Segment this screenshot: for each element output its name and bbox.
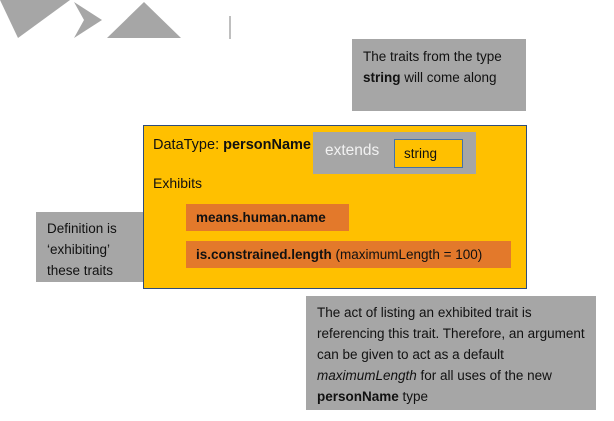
- callout-listing-trait-tail: [106, 2, 181, 38]
- callout-text-part-1: The traits from the type: [363, 49, 502, 64]
- callout-listing-part-3: type: [398, 389, 429, 404]
- callout-listing-part-2: for all uses of the new: [416, 368, 552, 383]
- callout-definition-text: Definition is ‘exhibiting’ these traits: [47, 221, 117, 278]
- trait-args: (maximumLength = 100): [331, 247, 483, 262]
- callout-definition-tail: [74, 2, 103, 38]
- extends-type-chip[interactable]: string: [394, 139, 463, 168]
- callout-listing-trait: The act of listing an exhibited trait is…: [306, 296, 596, 410]
- datatype-title-prefix: DataType:: [153, 137, 224, 153]
- datatype-title: DataType: personName: [153, 136, 311, 154]
- callout-listing-bold: personName: [317, 389, 399, 404]
- callout-definition-exhibiting: Definition is ‘exhibiting’ these traits: [36, 212, 146, 282]
- trait-chip-text: is.constrained.length (maximumLength = 1…: [196, 246, 482, 264]
- callout-listing-trait-text: The act of listing an exhibited trait is…: [317, 302, 589, 407]
- exhibits-label: Exhibits: [153, 175, 203, 191]
- trait-name: is.constrained.length: [196, 247, 332, 262]
- callout-text-bold: string: [363, 70, 401, 85]
- callout-string-traits-tail: [0, 0, 70, 38]
- callout-listing-italic: maximumLength: [317, 368, 417, 383]
- callout-text-part-2: will come along: [400, 70, 497, 85]
- callout-string-traits-text: The traits from the type string will com…: [363, 46, 518, 88]
- extends-type-label: string: [404, 146, 438, 161]
- callout-string-traits: The traits from the type string will com…: [352, 39, 526, 111]
- datatype-title-name: personName: [223, 137, 311, 153]
- vertical-tick-mark: [229, 16, 231, 39]
- trait-chip-means-human-name[interactable]: means.human.name: [185, 203, 350, 232]
- trait-chip-is-constrained-length[interactable]: is.constrained.length (maximumLength = 1…: [185, 240, 512, 269]
- callout-listing-part-1: The act of listing an exhibited trait is…: [317, 305, 585, 362]
- trait-name: means.human.name: [196, 210, 326, 225]
- extends-keyword-label: extends: [325, 142, 380, 159]
- extends-box: extends string: [313, 132, 476, 174]
- trait-chip-text: means.human.name: [196, 209, 326, 227]
- datatype-box: DataType: personName Exhibits extends st…: [143, 125, 527, 289]
